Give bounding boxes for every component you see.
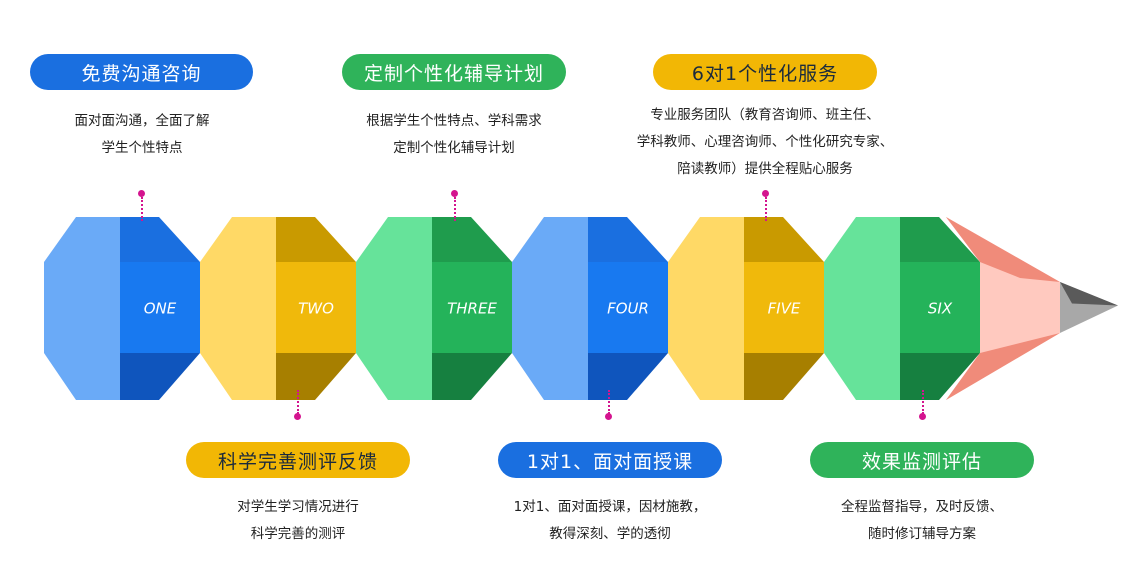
step-1-line-2: 学生个性特点	[40, 135, 244, 162]
step-1-title: 免费沟通咨询	[30, 54, 253, 90]
step-6-line-1: 全程监督指导，及时反馈、	[810, 494, 1034, 521]
segment-label-2: TWO	[298, 300, 334, 318]
step-4-line-2: 教得深刻、学的透彻	[480, 521, 740, 548]
pencil-segment-5: FIVE	[668, 217, 824, 400]
pencil-segment-2: TWO	[200, 217, 356, 400]
segment-label-1: ONE	[144, 300, 177, 318]
step-4-title: 1对1、面对面授课	[498, 442, 722, 478]
step-5-title: 6对1个性化服务	[653, 54, 877, 90]
step-4-line-1: 1对1、面对面授课，因材施教，	[480, 494, 740, 521]
step-2-title: 科学完善测评反馈	[186, 442, 410, 478]
step-4-connector-dot	[605, 413, 612, 420]
step-3-line-2: 定制个性化辅导计划	[330, 135, 578, 162]
step-1-connector-dot	[138, 190, 145, 197]
step-3-line-1: 根据学生个性特点、学科需求	[330, 108, 578, 135]
step-3-connector-dot	[451, 190, 458, 197]
step-6-connector	[922, 390, 924, 414]
segment-label-6: SIX	[928, 300, 953, 318]
segment-bottom-bevel	[744, 353, 824, 400]
step-6-description: 全程监督指导，及时反馈、 随时修订辅导方案	[810, 494, 1034, 548]
step-5-connector-dot	[762, 190, 769, 197]
pencil-segment-4: FOUR	[512, 217, 668, 400]
step-5-line-1: 专业服务团队（教育咨询师、班主任、	[610, 102, 920, 129]
segment-bottom-bevel	[588, 353, 668, 400]
segment-bottom-bevel	[276, 353, 356, 400]
step-1-description: 面对面沟通，全面了解 学生个性特点	[40, 108, 244, 162]
step-5-connector	[765, 197, 767, 221]
step-4-description: 1对1、面对面授课，因材施教， 教得深刻、学的透彻	[480, 494, 740, 548]
segment-left-face	[200, 217, 276, 400]
step-3-title: 定制个性化辅导计划	[342, 54, 566, 90]
segment-left-face	[668, 217, 744, 400]
segment-bottom-bevel	[120, 353, 200, 400]
pencil-segment-3: THREE	[356, 217, 512, 400]
segment-label-3: THREE	[447, 300, 497, 318]
segment-bottom-bevel	[432, 353, 512, 400]
segment-label-5: FIVE	[768, 300, 801, 318]
step-1-line-1: 面对面沟通，全面了解	[40, 108, 244, 135]
pencil-segment-1: ONE	[44, 217, 200, 400]
pencil-segment-6: SIX	[824, 217, 980, 400]
step-4-connector	[608, 390, 610, 414]
segment-top-bevel	[120, 217, 200, 262]
segment-left-face	[44, 217, 120, 400]
step-2-line-2: 科学完善的测评	[186, 521, 410, 548]
segment-top-bevel	[432, 217, 512, 262]
segment-top-bevel	[588, 217, 668, 262]
step-3-description: 根据学生个性特点、学科需求 定制个性化辅导计划	[330, 108, 578, 162]
step-2-line-1: 对学生学习情况进行	[186, 494, 410, 521]
step-2-connector-dot	[294, 413, 301, 420]
step-1-connector	[141, 197, 143, 221]
segment-top-bevel	[744, 217, 824, 262]
segment-left-face	[824, 217, 900, 400]
segment-top-bevel	[276, 217, 356, 262]
segment-left-face	[512, 217, 588, 400]
step-3-connector	[454, 197, 456, 221]
step-5-line-3: 陪读教师）提供全程贴心服务	[610, 156, 920, 183]
step-5-line-2: 学科教师、心理咨询师、个性化研究专家、	[610, 129, 920, 156]
step-6-connector-dot	[919, 413, 926, 420]
step-6-line-2: 随时修订辅导方案	[810, 521, 1034, 548]
step-2-connector	[297, 390, 299, 414]
step-6-title: 效果监测评估	[810, 442, 1034, 478]
segment-label-4: FOUR	[607, 300, 649, 318]
step-5-description: 专业服务团队（教育咨询师、班主任、 学科教师、心理咨询师、个性化研究专家、 陪读…	[610, 102, 920, 183]
segment-left-face	[356, 217, 432, 400]
step-2-description: 对学生学习情况进行 科学完善的测评	[186, 494, 410, 548]
